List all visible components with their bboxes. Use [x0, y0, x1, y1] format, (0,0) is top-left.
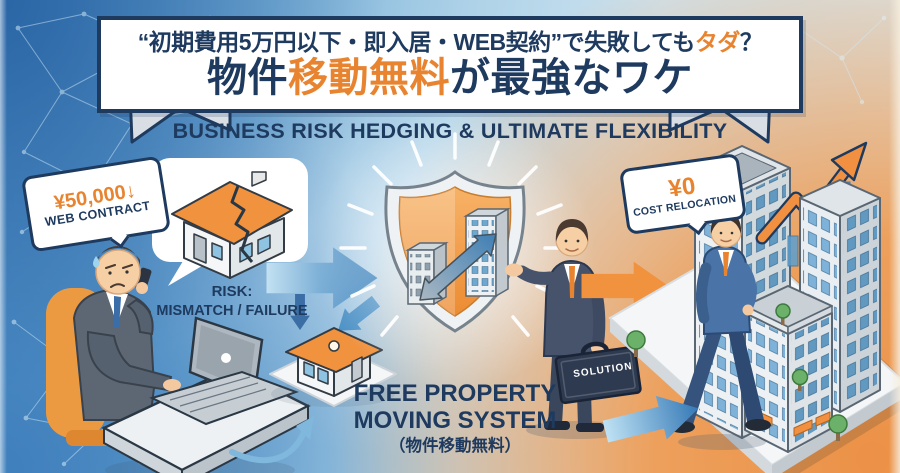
subtitle: BUSINESS RISK HEDGING & ULTIMATE FLEXIBI…	[172, 119, 728, 143]
title-banner: “初期費用5万円以下・即入居・WEB契約”で失敗してもタダ？ 物件移動無料が最強…	[97, 16, 803, 113]
swap-arrow-icon	[419, 233, 497, 301]
hair	[555, 219, 589, 242]
catch-suffix: ？	[739, 28, 763, 55]
catch-copy: “初期費用5万円以下・即入居・WEB契約”で失敗してもタダ？	[138, 29, 763, 55]
worried-businessman-illustration	[46, 246, 181, 446]
cracked-house-icon	[171, 171, 293, 279]
main-title-highlight: 移動無料	[288, 56, 450, 101]
walking-businessman-illustration	[669, 212, 771, 433]
tree-icon	[626, 330, 646, 350]
risk-caption: RISK: MISMATCH / FAILURE	[146, 283, 318, 320]
main-title: 物件移動無料が最強なワケ	[207, 56, 693, 100]
caption-line3: （物件移動無料）	[389, 436, 521, 455]
desk-and-laptop	[101, 316, 311, 473]
risk-line1: RISK:	[211, 283, 253, 300]
shield-rays	[339, 132, 571, 337]
shield-icon	[384, 170, 526, 333]
laptop-keyboard	[149, 370, 299, 426]
orange-necktie	[723, 252, 729, 276]
trees	[626, 303, 848, 441]
free-moving-caption: FREE PROPERTY MOVING SYSTEM （物件移動無料）	[332, 380, 578, 455]
orange-necktie	[569, 266, 575, 298]
main-title-suffix: が最強なワケ	[450, 56, 693, 101]
main-title-pre: 物件	[207, 56, 288, 101]
right-edge-vignette	[889, 0, 900, 473]
caption-line1: FREE PROPERTY	[353, 380, 557, 407]
tree-icon	[828, 414, 848, 434]
catch-prefix: “初期費用5万円以下・即入居・WEB契約”で失敗しても	[137, 28, 696, 55]
gesturing-hand	[505, 263, 523, 277]
face	[95, 249, 141, 295]
moving-house-icon	[269, 327, 397, 407]
risk-line2: MISMATCH / FAILURE	[156, 302, 308, 319]
necktie	[114, 296, 121, 328]
tree-icon	[775, 303, 791, 319]
curved-arrow-head	[296, 416, 314, 440]
sweat-drop-icon	[93, 256, 100, 268]
caption-line2: MOVING SYSTEM	[353, 406, 557, 434]
down-arrow-glyph-icon: ↓	[123, 179, 138, 204]
awning-icon	[793, 419, 813, 437]
catch-highlight: タダ	[694, 28, 741, 55]
curved-arrow-icon	[229, 429, 307, 464]
briefcase-icon	[554, 341, 642, 405]
left-edge-vignette	[0, 0, 7, 473]
tree-icon	[791, 368, 809, 386]
